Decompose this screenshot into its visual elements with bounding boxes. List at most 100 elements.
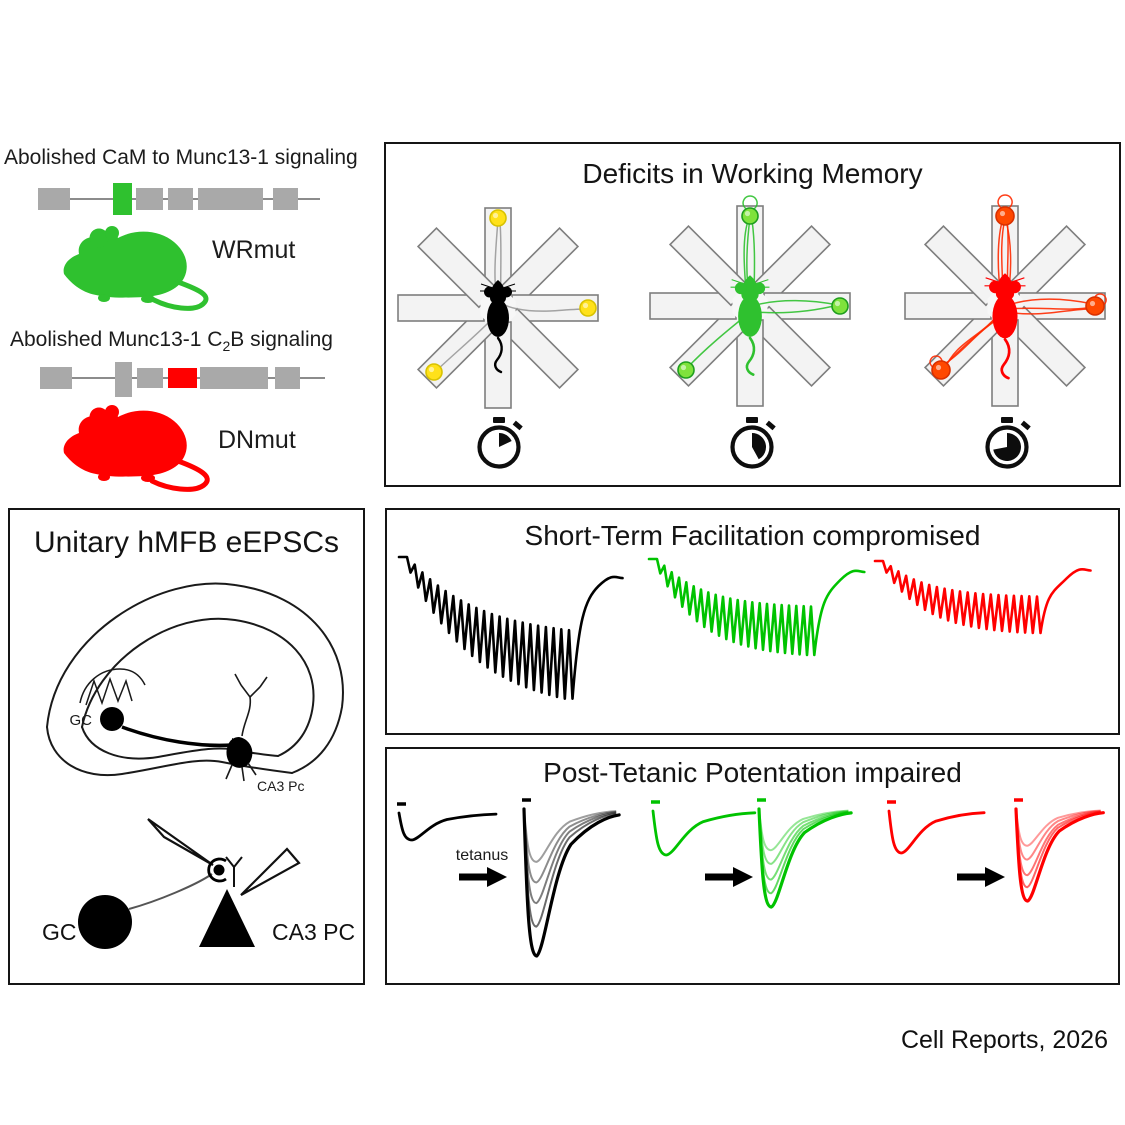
wrmut-heading-text: Abolished CaM to Munc13-1 signaling <box>4 146 358 169</box>
ptp-post-trace <box>1014 798 1105 903</box>
radial-arm-maze <box>904 194 1107 407</box>
stf-title: Short-Term Facilitation compromised <box>524 520 981 551</box>
working-memory-title: Deficits in Working Memory <box>582 158 923 189</box>
exon <box>275 367 300 389</box>
mouse-silhouette <box>63 226 187 303</box>
wrmut-label: WRmut <box>212 236 296 264</box>
gc-label: GC <box>42 919 77 945</box>
reward-highlight <box>428 366 435 373</box>
ptp-title: Post-Tetanic Potentation impaired <box>543 757 962 788</box>
mouse-trail <box>1007 306 1093 310</box>
elapsed-time-wedge <box>993 433 1022 461</box>
stf-trace <box>873 559 1092 635</box>
elapsed-time-wedge <box>499 433 512 447</box>
exon <box>198 188 263 210</box>
dnmut-heading-pre: Abolished Munc13-1 C <box>10 328 223 351</box>
exon <box>168 188 193 210</box>
wrmut-gene-diagram <box>38 183 320 215</box>
ghost-trace <box>523 808 617 884</box>
dnmut-gene-diagram <box>40 362 325 397</box>
reward-highlight <box>999 210 1006 217</box>
mossy-fiber-bouton <box>213 864 225 876</box>
elapsed-time-wedge <box>752 433 766 460</box>
reward-pellet <box>1085 296 1105 316</box>
granule-cell-soma <box>100 707 124 731</box>
ca3-pc-triangle <box>199 889 255 947</box>
ghost-trace <box>523 808 617 905</box>
reward-pellet <box>741 207 759 225</box>
recording-pipette-icon <box>240 847 301 896</box>
mutant-exon-green <box>113 183 132 215</box>
maze-mouse-icon <box>480 280 516 374</box>
ptp-post-trace <box>757 798 853 909</box>
working-memory-panel: Deficits in Working Memory <box>384 142 1121 487</box>
stf-trace <box>397 555 624 700</box>
reward-pellet <box>489 209 507 227</box>
maze-arm <box>736 319 764 407</box>
hippocampus-outer-outline <box>46 582 344 774</box>
ghost-trace <box>1015 808 1101 847</box>
exon <box>273 188 298 210</box>
ptp-post-trace <box>522 798 621 958</box>
ghost-trace <box>758 808 849 865</box>
unitary-eepsc-panel: Unitary hMFB eEPSCs GC CA3 Pc <box>8 508 365 985</box>
reward-highlight <box>680 364 687 371</box>
maze-mouse-icon <box>984 273 1026 380</box>
ghost-trace <box>1015 808 1101 877</box>
hippocampus-fissure <box>81 726 279 760</box>
hippocampus-inner-outline <box>81 617 315 757</box>
wrmut-heading: Abolished CaM to Munc13-1 signaling <box>4 146 358 170</box>
exon <box>200 367 268 389</box>
ptp-pre-trace <box>887 800 986 855</box>
arrow-right-icon <box>705 867 753 887</box>
arrow-right-icon <box>459 867 507 887</box>
apical-dendrite <box>225 856 243 887</box>
hippocampus-drawing: GC CA3 Pc <box>46 582 344 794</box>
dnmut-heading-sub: 2 <box>222 338 231 355</box>
stf-panel: Short-Term Facilitation compromised <box>385 508 1120 735</box>
radial-arm-maze <box>649 195 851 407</box>
recording-schematic: GC CA3 PC <box>42 818 355 949</box>
reward-highlight <box>935 364 942 371</box>
reward-pellet <box>995 206 1015 226</box>
reward-pellet <box>677 361 695 379</box>
wrmut-mouse-icon <box>63 226 209 311</box>
ghost-trace <box>1015 808 1101 861</box>
mouse-tail <box>149 458 210 492</box>
mutant-exon-red <box>168 368 197 388</box>
stopwatch-icon <box>477 417 523 469</box>
axon-line <box>128 873 213 910</box>
mouse-trail <box>997 194 1013 210</box>
gc-circle <box>78 895 132 949</box>
ca3-label-small: CA3 Pc <box>257 778 304 794</box>
reward-highlight <box>834 300 841 307</box>
hippocampus-bottom-outline <box>46 726 293 777</box>
mossy-fiber-arrow-shaft <box>121 725 233 748</box>
stimulating-pipette-icon <box>147 818 214 866</box>
mouse-trail <box>742 195 758 211</box>
ptp-pre-trace <box>651 800 757 857</box>
ptp-pre-trace <box>397 802 498 842</box>
reward-pellet <box>579 299 597 317</box>
bouton-ring <box>207 857 227 883</box>
exon <box>40 367 72 389</box>
ghost-trace <box>758 808 849 852</box>
mouse-tail <box>151 279 209 311</box>
mouse-silhouette <box>63 405 187 482</box>
reward-highlight <box>1089 300 1096 307</box>
exon-tall <box>115 362 132 397</box>
reward-highlight <box>582 302 589 309</box>
dnmut-label: DNmut <box>218 426 296 454</box>
reward-highlight <box>744 210 751 217</box>
exon <box>137 368 163 388</box>
stf-trace <box>647 557 866 657</box>
ca3-pyramidal-soma <box>226 737 253 768</box>
gc-label-small: GC <box>70 712 93 729</box>
maze-mouse-icon <box>730 275 770 376</box>
dnmut-heading-post: B signaling <box>230 328 333 351</box>
tetanus-label: tetanus <box>455 847 509 864</box>
radial-arm-maze <box>397 207 599 409</box>
exon <box>136 188 163 210</box>
unitary-title: Unitary hMFB eEPSCs <box>33 526 340 559</box>
